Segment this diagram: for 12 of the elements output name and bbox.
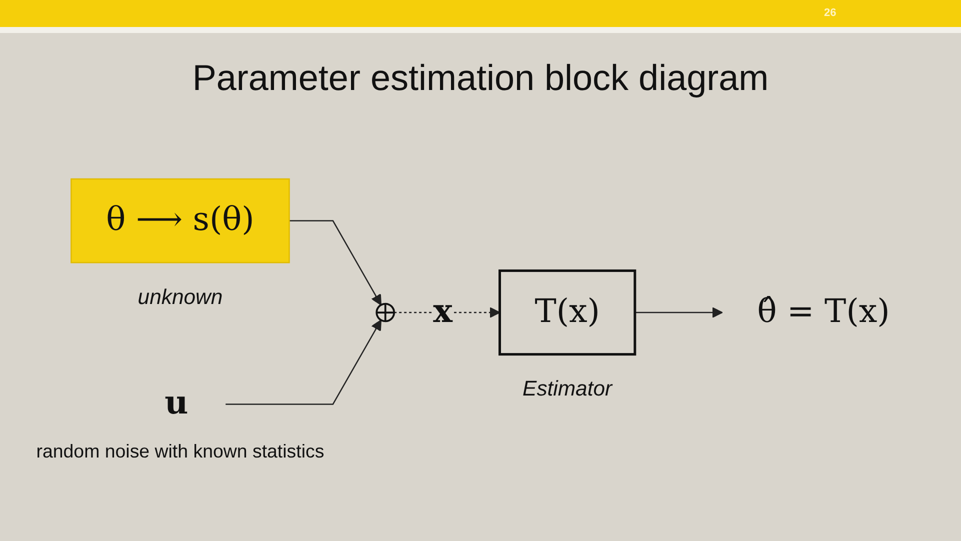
arrow: [634, 306, 723, 318]
arrow: [226, 319, 382, 404]
block-caption: Estimator: [522, 377, 612, 400]
page-number: 26: [824, 7, 836, 20]
block-caption: unknown: [138, 285, 223, 308]
annotation-text: random noise with known statistics: [36, 440, 324, 461]
arrow: [289, 220, 382, 305]
math-expression: θ ⟶ s(θ): [106, 200, 254, 240]
math-expression: T(x): [534, 292, 600, 332]
slide-title: Parameter estimation block diagram: [192, 57, 769, 98]
math-expression: θ̂ = T(x): [757, 292, 890, 332]
noise-signal-label: u: [164, 383, 188, 424]
